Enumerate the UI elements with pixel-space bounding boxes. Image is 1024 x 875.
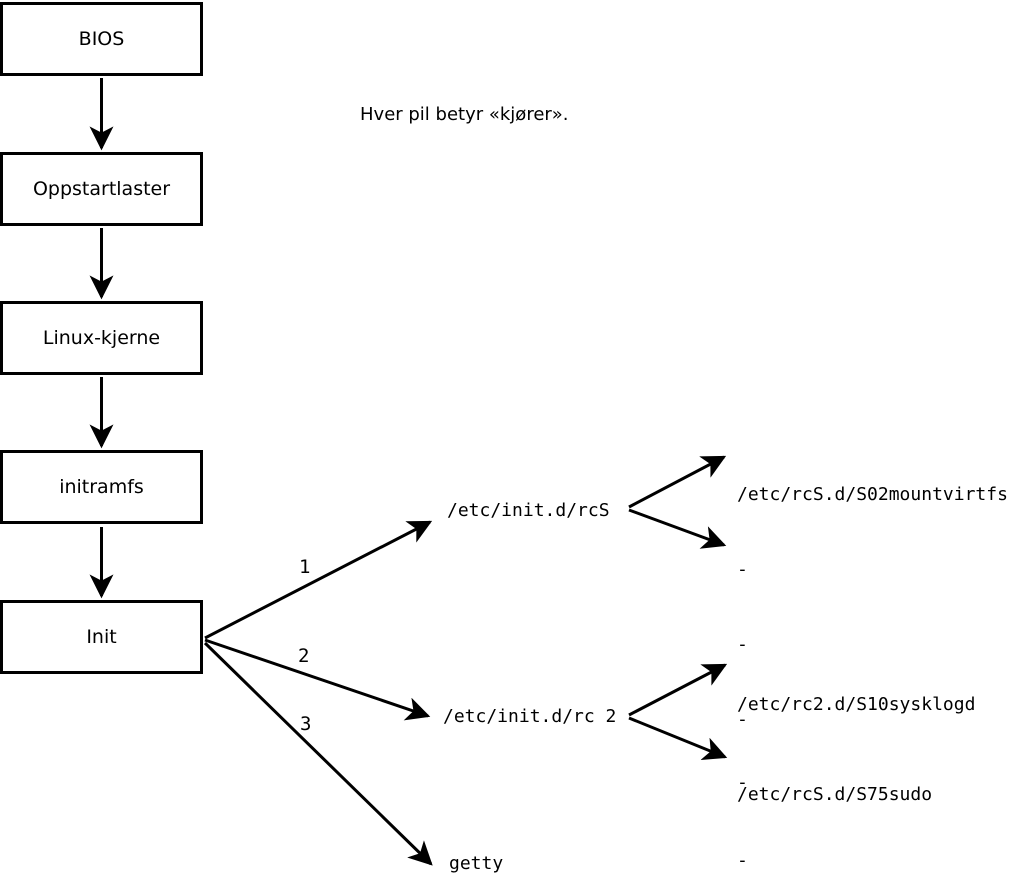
rcs-child-item: /etc/rcS.d/S02mountvirtfs — [737, 484, 1008, 505]
rcs-child-item: - — [737, 559, 748, 580]
rc2-children-list: /etc/rc2.d/S10sysklogd - - - /etc/rc2.d/… — [737, 640, 975, 875]
arrow-rc2-to-last-script — [628, 716, 728, 760]
arrow-rcs-to-last-script — [628, 508, 727, 549]
box-kernel-label: Linux-kjerne — [42, 327, 161, 349]
box-bootloader: Oppstartlaster — [0, 152, 203, 226]
rc2-child-item: - — [737, 772, 748, 793]
box-bootloader-label: Oppstartlaster — [32, 178, 171, 200]
box-bios-label: BIOS — [78, 28, 125, 50]
arrow-init-to-rcs — [204, 520, 433, 640]
arrow-init-to-rc2 — [204, 638, 431, 721]
arrow-label-1: 1 — [299, 556, 311, 578]
box-init-label: Init — [86, 626, 117, 648]
rc2-child-item: - — [737, 850, 748, 871]
legend-note: Hver pil betyr «kjører». — [360, 104, 569, 125]
rc2-child-item: /etc/rc2.d/S10sysklogd — [737, 694, 976, 715]
getty-label: getty — [449, 853, 504, 874]
rcs-child-item: - — [737, 634, 748, 655]
box-initramfs: initramfs — [0, 450, 203, 524]
box-kernel: Linux-kjerne — [0, 301, 203, 375]
arrow-rcs-to-first-script — [628, 455, 727, 509]
box-init: Init — [0, 600, 203, 674]
rcs-children-list: /etc/rcS.d/S02mountvirtfs - - - /etc/rcS… — [737, 432, 1008, 857]
rcs-child-item: /etc/rcS.d/S75sudo — [737, 784, 933, 805]
rcs-script-label: /etc/init.d/rcS — [447, 500, 610, 521]
rcs-child-item: - — [737, 709, 748, 730]
arrow-rc2-to-first-script — [628, 663, 728, 717]
arrow-label-2: 2 — [298, 645, 310, 667]
box-bios: BIOS — [0, 2, 203, 76]
rc2-script-label: /etc/init.d/rc 2 — [443, 706, 617, 727]
box-initramfs-label: initramfs — [59, 476, 144, 498]
arrow-init-to-getty — [203, 641, 433, 866]
arrow-label-3: 3 — [300, 713, 312, 735]
